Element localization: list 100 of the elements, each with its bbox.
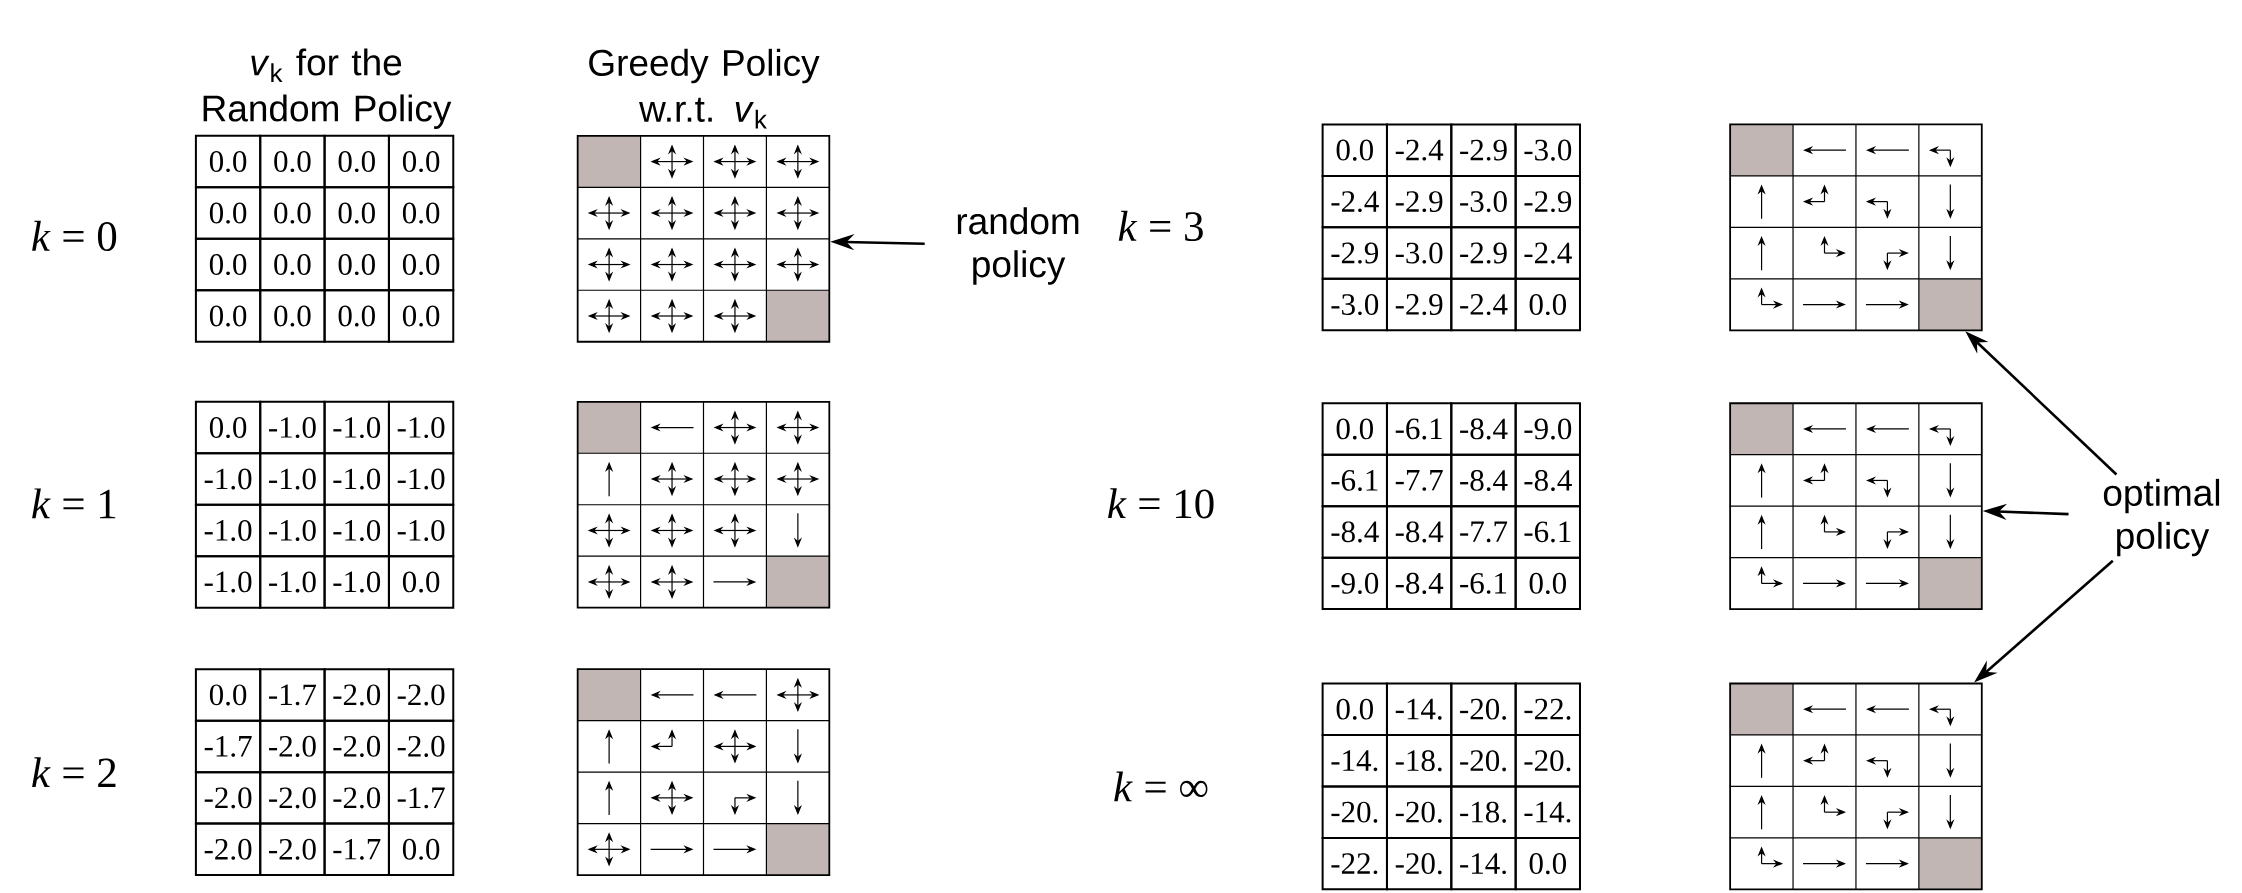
value-cell: -1.0 bbox=[387, 503, 455, 558]
value-cell: 0.0 bbox=[387, 237, 455, 292]
value-cell: -1.0 bbox=[194, 503, 262, 558]
value-cell: -3.0 bbox=[1385, 226, 1453, 280]
value-cell: -2.0 bbox=[259, 771, 326, 825]
value-cell: -2.0 bbox=[259, 719, 326, 774]
value-cell: -22. bbox=[1321, 836, 1388, 891]
policy-grid bbox=[1729, 682, 1983, 891]
value-cell: -6.1 bbox=[1514, 505, 1581, 559]
value-cell: -2.0 bbox=[323, 719, 390, 774]
value-cell: -20. bbox=[1450, 734, 1517, 788]
value-cell: -1.0 bbox=[259, 452, 326, 506]
value-cell: -1.0 bbox=[323, 452, 390, 506]
value-cell: -20. bbox=[1385, 836, 1453, 891]
value-cell: -6.1 bbox=[1385, 402, 1453, 456]
policy-grid bbox=[576, 400, 831, 609]
value-cell: 0.0 bbox=[259, 134, 326, 189]
value-cell: -20. bbox=[1514, 734, 1581, 788]
value-cell: -2.9 bbox=[1450, 226, 1517, 280]
value-cell: 0.0 bbox=[387, 555, 455, 609]
value-cell: -1.0 bbox=[259, 400, 326, 455]
value-cell: -1.0 bbox=[259, 555, 326, 609]
value-cell: -1.0 bbox=[387, 400, 455, 455]
value-cell: 0.0 bbox=[259, 289, 326, 343]
value-cell: -22. bbox=[1514, 682, 1581, 736]
value-cell: -20. bbox=[1321, 785, 1388, 839]
policy-grid bbox=[1729, 402, 1983, 611]
iteration-label: k = 3 bbox=[1118, 210, 1203, 242]
value-cell: 0.0 bbox=[1321, 682, 1388, 736]
value-cell: 0.0 bbox=[194, 289, 262, 343]
value-cell: 0.0 bbox=[323, 134, 390, 189]
iteration-label: k = 2 bbox=[32, 757, 116, 788]
value-cell: -1.7 bbox=[323, 822, 390, 877]
value-cell: -3.0 bbox=[1450, 174, 1517, 229]
value-cell: 0.0 bbox=[387, 822, 455, 877]
value-cell: -14. bbox=[1514, 785, 1581, 839]
value-cell: -2.0 bbox=[387, 668, 455, 722]
value-cell: -1.7 bbox=[387, 771, 455, 825]
value-cell: 0.0 bbox=[1514, 277, 1581, 332]
value-cell: 0.0 bbox=[1321, 123, 1388, 177]
value-cell: 0.0 bbox=[1321, 402, 1388, 456]
value-cell: 0.0 bbox=[387, 134, 455, 189]
policy-label: random policy bbox=[957, 207, 1079, 285]
policy-grid bbox=[576, 135, 831, 343]
value-cell: -1.0 bbox=[323, 400, 390, 455]
value-cell: -1.0 bbox=[387, 452, 455, 506]
value-cell: -1.7 bbox=[194, 719, 262, 774]
iteration-label: k = 1 bbox=[32, 488, 116, 519]
iteration-label: k = 0 bbox=[32, 220, 117, 252]
value-cell: 0.0 bbox=[194, 668, 262, 722]
value-cell: -2.4 bbox=[1321, 174, 1388, 229]
value-cell: -2.0 bbox=[259, 822, 326, 877]
value-cell: -14. bbox=[1385, 682, 1453, 736]
value-cell: -8.4 bbox=[1385, 505, 1453, 559]
value-cell: 0.0 bbox=[323, 289, 390, 343]
column-header: v$_{k}$ for the Random Policy bbox=[203, 48, 452, 129]
value-cell: -8.4 bbox=[1450, 402, 1517, 456]
value-cell: 0.0 bbox=[323, 186, 390, 240]
value-cell: -2.9 bbox=[1321, 226, 1388, 280]
value-cell: 0.0 bbox=[194, 237, 262, 292]
value-cell: -2.9 bbox=[1514, 174, 1581, 229]
value-cell: -9.0 bbox=[1321, 556, 1388, 611]
value-cell: -2.9 bbox=[1450, 123, 1517, 177]
value-cell: -1.0 bbox=[194, 452, 262, 506]
value-cell: -8.4 bbox=[1450, 453, 1517, 508]
value-cell: -1.0 bbox=[323, 555, 390, 609]
value-cell: -2.0 bbox=[323, 771, 390, 825]
iteration-label: k = ∞ bbox=[1114, 771, 1208, 802]
value-cell: -7.7 bbox=[1450, 505, 1517, 559]
value-cell: -8.4 bbox=[1514, 453, 1581, 508]
value-cell: 0.0 bbox=[1514, 836, 1581, 891]
value-cell: 0.0 bbox=[194, 134, 262, 189]
value-cell: -2.4 bbox=[1514, 226, 1581, 280]
value-cell: -3.0 bbox=[1321, 277, 1388, 332]
value-cell: 0.0 bbox=[259, 237, 326, 292]
policy-grid bbox=[576, 668, 831, 876]
value-cell: -2.0 bbox=[387, 719, 455, 774]
value-cell: 0.0 bbox=[387, 289, 455, 343]
value-cell: -2.0 bbox=[194, 771, 262, 825]
value-cell: -2.0 bbox=[323, 668, 390, 722]
value-cell: -2.4 bbox=[1450, 277, 1517, 332]
value-cell: -18. bbox=[1385, 734, 1453, 788]
policy-label: optimal policy bbox=[2103, 478, 2220, 557]
value-cell: -8.4 bbox=[1321, 505, 1388, 559]
value-cell: -1.0 bbox=[194, 555, 262, 609]
value-cell: 0.0 bbox=[259, 186, 326, 240]
value-cell: -20. bbox=[1450, 682, 1517, 736]
policy-grid bbox=[1729, 123, 1983, 332]
value-cell: -2.4 bbox=[1385, 123, 1453, 177]
value-cell: -1.7 bbox=[259, 668, 326, 722]
value-cell: 0.0 bbox=[194, 186, 262, 240]
iteration-label: k = 10 bbox=[1108, 488, 1214, 519]
value-cell: -2.9 bbox=[1385, 174, 1453, 229]
value-cell: -14. bbox=[1321, 734, 1388, 788]
value-cell: -3.0 bbox=[1514, 123, 1581, 177]
value-cell: -2.0 bbox=[194, 822, 262, 877]
value-cell: -1.0 bbox=[259, 503, 326, 558]
value-cell: -18. bbox=[1450, 785, 1517, 839]
value-cell: -6.1 bbox=[1450, 556, 1517, 611]
value-cell: -7.7 bbox=[1385, 453, 1453, 508]
